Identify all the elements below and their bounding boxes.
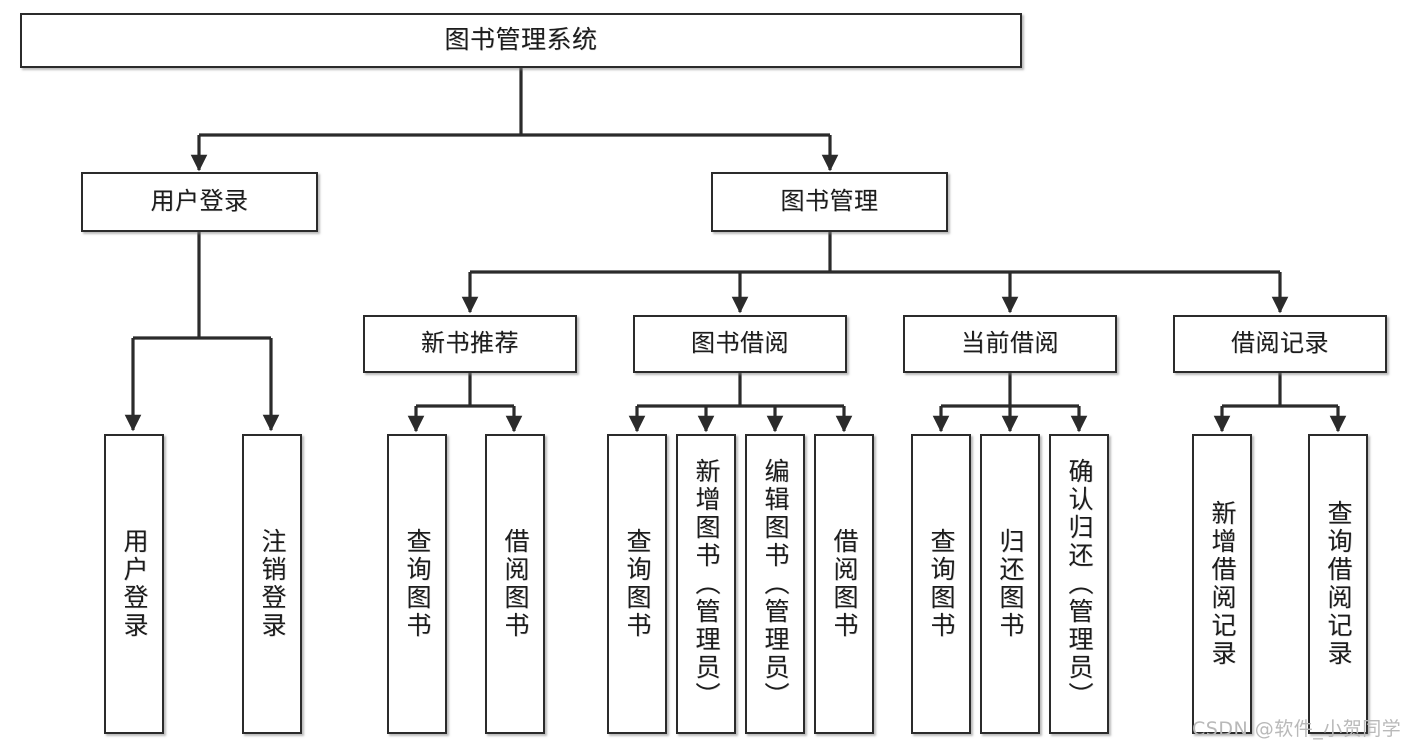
- leaf-borrow-query-book[interactable]: 查询图书: [607, 434, 667, 734]
- leaf-current-query-book[interactable]: 查询图书: [911, 434, 971, 734]
- leaf-user-login-login-label: 用户登录: [120, 528, 149, 640]
- leaf-user-login-login[interactable]: 用户登录: [104, 434, 164, 734]
- leaf-record-query-record-label: 查询借阅记录: [1324, 500, 1353, 668]
- leaf-record-add-record-label: 新增借阅记录: [1208, 500, 1237, 668]
- leaf-borrow-borrow-book[interactable]: 借阅图书: [814, 434, 874, 734]
- leaf-borrow-borrow-book-label: 借阅图书: [830, 528, 859, 640]
- csdn-watermark: CSDN @软件_小贺同学: [1192, 718, 1402, 740]
- node-user-login-label: 用户登录: [150, 187, 249, 216]
- leaf-recommend-query-book[interactable]: 查询图书: [387, 434, 447, 734]
- leaf-borrow-edit-book-label: 编辑图书（管理员）: [761, 458, 790, 710]
- node-root[interactable]: 图书管理系统: [20, 13, 1022, 68]
- leaf-recommend-borrow-book[interactable]: 借阅图书: [485, 434, 545, 734]
- leaf-user-login-logout[interactable]: 注销登录: [242, 434, 302, 734]
- node-new-book-recommend-label: 新书推荐: [421, 329, 519, 358]
- leaf-record-query-record[interactable]: 查询借阅记录: [1308, 434, 1368, 734]
- leaf-user-login-logout-label: 注销登录: [258, 528, 287, 640]
- leaf-recommend-query-book-label: 查询图书: [403, 528, 432, 640]
- node-new-book-recommend[interactable]: 新书推荐: [363, 315, 577, 373]
- leaf-current-return-book-label: 归还图书: [996, 528, 1025, 640]
- node-book-borrow[interactable]: 图书借阅: [633, 315, 847, 373]
- leaf-current-query-book-label: 查询图书: [927, 528, 956, 640]
- node-borrow-record[interactable]: 借阅记录: [1173, 315, 1387, 373]
- node-root-label: 图书管理系统: [444, 25, 598, 55]
- node-book-management-label: 图书管理: [780, 187, 879, 216]
- leaf-borrow-edit-book[interactable]: 编辑图书（管理员）: [745, 434, 805, 734]
- leaf-current-return-book[interactable]: 归还图书: [980, 434, 1040, 734]
- leaf-record-add-record[interactable]: 新增借阅记录: [1192, 434, 1252, 734]
- leaf-borrow-query-book-label: 查询图书: [623, 528, 652, 640]
- node-user-login[interactable]: 用户登录: [81, 172, 318, 232]
- leaf-current-confirm-return[interactable]: 确认归还（管理员）: [1049, 434, 1109, 734]
- leaf-borrow-add-book-label: 新增图书（管理员）: [692, 458, 721, 710]
- node-current-borrow-label: 当前借阅: [961, 329, 1059, 358]
- leaf-borrow-add-book[interactable]: 新增图书（管理员）: [676, 434, 736, 734]
- leaf-current-confirm-return-label: 确认归还（管理员）: [1065, 458, 1094, 710]
- node-book-management[interactable]: 图书管理: [711, 172, 948, 232]
- node-current-borrow[interactable]: 当前借阅: [903, 315, 1117, 373]
- leaf-recommend-borrow-book-label: 借阅图书: [501, 528, 530, 640]
- node-book-borrow-label: 图书借阅: [691, 329, 789, 358]
- node-borrow-record-label: 借阅记录: [1231, 329, 1329, 358]
